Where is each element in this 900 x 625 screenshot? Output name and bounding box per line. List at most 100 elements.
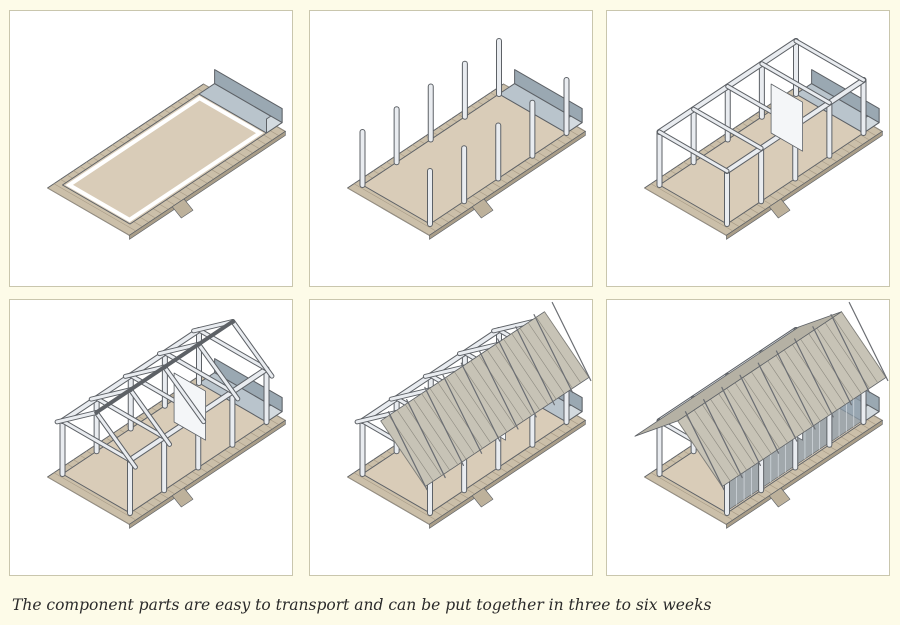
roof-slat bbox=[503, 338, 549, 406]
roof-rafter bbox=[848, 301, 889, 382]
roof-slat bbox=[841, 311, 887, 378]
deck-board bbox=[53, 183, 137, 232]
roof-rafter bbox=[739, 374, 780, 454]
deck-steps bbox=[769, 487, 791, 508]
roof-slat bbox=[495, 344, 541, 411]
roof-slat bbox=[445, 376, 492, 444]
deck-edge bbox=[726, 420, 883, 529]
panel-step-1-deck-base bbox=[9, 10, 293, 287]
assembly-steps-grid bbox=[9, 10, 890, 576]
roof-slat bbox=[677, 420, 723, 487]
roof-slat bbox=[742, 376, 789, 444]
partition-wall bbox=[770, 83, 804, 152]
roof-slat bbox=[486, 349, 532, 416]
roof-rafter bbox=[721, 386, 761, 467]
truss-rafter bbox=[94, 411, 137, 469]
truss-rafter bbox=[89, 388, 132, 401]
truss-rafter bbox=[492, 320, 535, 333]
roof-slat bbox=[511, 333, 557, 400]
posts-illustration bbox=[347, 38, 586, 240]
roof-slat bbox=[544, 311, 590, 378]
roof-slat bbox=[535, 316, 582, 384]
roof-slat bbox=[462, 366, 508, 433]
roof-slat bbox=[454, 371, 500, 438]
cross-beam bbox=[794, 39, 865, 82]
truss-rafter bbox=[423, 365, 466, 378]
deck-board bbox=[644, 187, 727, 236]
roof-rafter bbox=[460, 362, 501, 442]
deck-board bbox=[644, 476, 727, 525]
roof-illustration bbox=[347, 301, 592, 529]
roof-slat bbox=[783, 349, 829, 416]
figure-caption: The component parts are easy to transpor… bbox=[12, 596, 712, 614]
roof-rafter bbox=[775, 350, 816, 430]
truss-rafter bbox=[197, 342, 240, 401]
panel-step-6-complete bbox=[606, 299, 890, 576]
roof-rafter bbox=[757, 362, 798, 442]
cross-beam bbox=[760, 62, 831, 105]
roof-rafter bbox=[812, 326, 852, 406]
roof-slat bbox=[832, 316, 879, 384]
roof-rafter bbox=[442, 374, 483, 454]
truss-rafter bbox=[231, 320, 274, 378]
panel-step-4-trusses bbox=[9, 299, 293, 576]
roof-slat bbox=[519, 327, 565, 395]
deck-steps bbox=[172, 198, 194, 219]
ridge-beam bbox=[94, 319, 235, 415]
truss-rafter bbox=[192, 320, 235, 333]
truss-rafter bbox=[457, 342, 501, 356]
deck-steps bbox=[472, 487, 494, 508]
roof-slat bbox=[767, 360, 813, 427]
deck-board bbox=[353, 183, 437, 232]
roof-slat bbox=[751, 371, 797, 438]
deck-board bbox=[650, 183, 734, 232]
complete-house-illustration bbox=[634, 301, 889, 529]
panel-step-2-posts bbox=[309, 10, 593, 287]
deck-edge bbox=[429, 131, 586, 240]
roof-rafter bbox=[794, 338, 834, 418]
truss-rafter bbox=[55, 411, 98, 424]
roof-slat bbox=[693, 409, 739, 477]
deck-steps bbox=[472, 198, 494, 219]
deck-board bbox=[353, 472, 437, 521]
deck-board bbox=[650, 472, 734, 521]
roof-rafter bbox=[533, 314, 574, 394]
roof-slat bbox=[701, 404, 748, 471]
panel-step-5-roof bbox=[309, 299, 593, 576]
roof-slat bbox=[470, 360, 516, 427]
trusses-illustration bbox=[47, 319, 286, 529]
truss-rafter bbox=[123, 365, 166, 378]
roof-rafter bbox=[387, 411, 428, 491]
frame-illustration bbox=[644, 38, 883, 240]
panel-step-3-frame bbox=[606, 10, 890, 287]
roof-slat bbox=[437, 382, 483, 449]
roof-slat bbox=[816, 327, 862, 395]
deck-edge bbox=[129, 420, 286, 529]
deck-edge bbox=[429, 420, 586, 529]
deck-board bbox=[47, 187, 130, 236]
deck-steps bbox=[172, 487, 194, 508]
roof-rafter bbox=[515, 326, 555, 406]
roof-rafter bbox=[424, 386, 464, 467]
roof-rafter bbox=[830, 314, 871, 394]
roof-rafter bbox=[703, 398, 743, 479]
deck-base-illustration bbox=[47, 69, 286, 240]
roof-slat bbox=[808, 333, 854, 400]
roof-slat bbox=[792, 344, 838, 411]
roof-slat bbox=[734, 382, 780, 449]
truss-rafter bbox=[163, 365, 206, 424]
deck-board bbox=[347, 187, 430, 236]
deck-edge bbox=[129, 131, 286, 240]
roof-slat bbox=[396, 409, 442, 477]
truss-rafter bbox=[157, 342, 201, 356]
cross-beam bbox=[658, 130, 729, 173]
roof-rafter bbox=[406, 398, 446, 479]
deck-board bbox=[347, 476, 430, 525]
floor-trim bbox=[65, 95, 264, 223]
roof-slat bbox=[710, 398, 756, 466]
roof-rafter bbox=[478, 350, 519, 430]
roof-slat bbox=[413, 398, 459, 466]
roof-panel-back bbox=[634, 311, 842, 437]
roof-rafter bbox=[497, 338, 537, 418]
deck-board bbox=[53, 472, 137, 521]
